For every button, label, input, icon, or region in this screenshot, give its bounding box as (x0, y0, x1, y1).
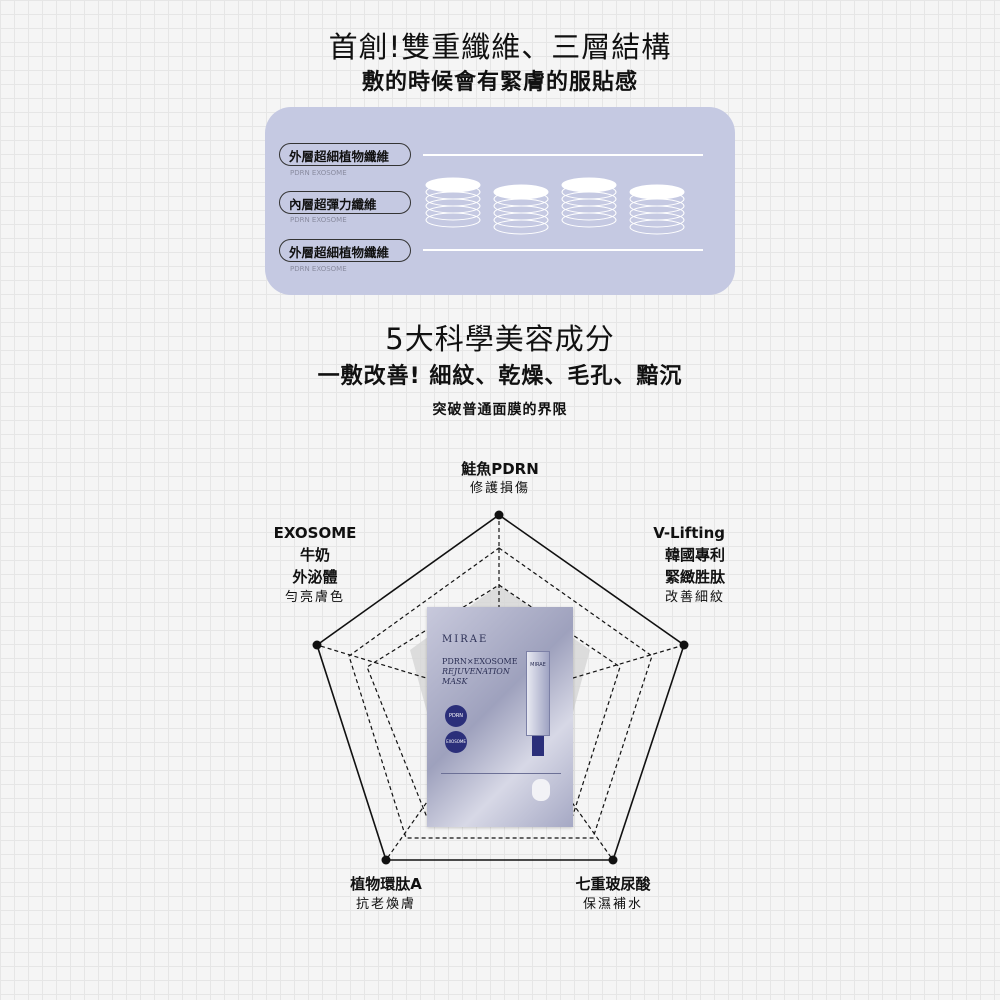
mask-product-image: MIRAE PDRN×EXOSOME REJUVENATION MASK PDR… (427, 607, 573, 827)
ingredient-left-name: 牛奶 (299, 546, 330, 564)
dashed-pentagon (348, 547, 653, 839)
layer-sub: PDRN EXOSOME (290, 169, 347, 177)
outer-pentagon (316, 514, 685, 861)
ampoule-tip (532, 736, 544, 756)
exosome-badge: EXOSOME (445, 731, 467, 753)
vertex-dot (312, 640, 322, 650)
ingredient-bottom-left-name: 植物環肽A (350, 875, 422, 893)
section1-title: 首創!雙重纖維、三層結構 (328, 30, 672, 64)
layer-label-outer-bottom: 外層超細植物纖維 (279, 239, 411, 262)
outer-fiber-line (423, 249, 703, 251)
layer-label-inner: 內層超彈力纖維 (279, 191, 411, 214)
ingredient-bottom-right-desc: 保濕補水 (582, 897, 643, 912)
ingredient-right-name: V-Lifting (653, 524, 725, 542)
ingredient-bottom-left-desc: 抗老煥膚 (355, 897, 416, 912)
vertex-dot (494, 510, 504, 520)
layer-label-outer-top: 外層超細植物纖維 (279, 143, 411, 166)
layer-sub: PDRN EXOSOME (290, 265, 347, 273)
ingredient-right-desc: 改善細紋 (664, 590, 725, 605)
ampoule: MIRAE (526, 651, 550, 736)
ingredient-right-name: 韓國專利 (664, 546, 725, 564)
mask-face-icon (532, 779, 550, 801)
vertex-dot (679, 640, 689, 650)
layer-sub: PDRN EXOSOME (290, 216, 347, 224)
ingredient-left-name: EXOSOME (273, 524, 357, 542)
elastic-fiber-coils-icon (425, 177, 685, 235)
section2-tagline: 突破普通面膜的界限 (432, 402, 568, 418)
ingredient-top-name: 鮭魚PDRN (461, 460, 539, 478)
section2-subtitle: 一敷改善! 細紋、乾燥、毛孔、黯沉 (317, 364, 683, 389)
ingredient-bottom-right-name: 七重玻尿酸 (575, 875, 651, 893)
section1-subtitle: 敷的時候會有緊膚的服貼感 (361, 70, 638, 95)
ingredient-left-name: 外泌體 (292, 568, 338, 586)
ingredient-right-name: 緊緻胜肽 (664, 568, 725, 586)
outer-fiber-line (423, 154, 703, 156)
ingredient-top-desc: 修護損傷 (469, 481, 530, 496)
layer-structure-panel: 外層超細植物纖維 PDRN EXOSOME 內層超彈力纖維 PDRN EXOSO… (265, 107, 735, 295)
ingredient-left-desc: 勻亮膚色 (284, 590, 345, 605)
pdrn-badge: PDRN (445, 705, 467, 727)
section2-title: 5大科學美容成分 (385, 322, 615, 356)
vertex-dot (381, 855, 391, 865)
axis-line (385, 699, 500, 861)
vertex-dot (608, 855, 618, 865)
